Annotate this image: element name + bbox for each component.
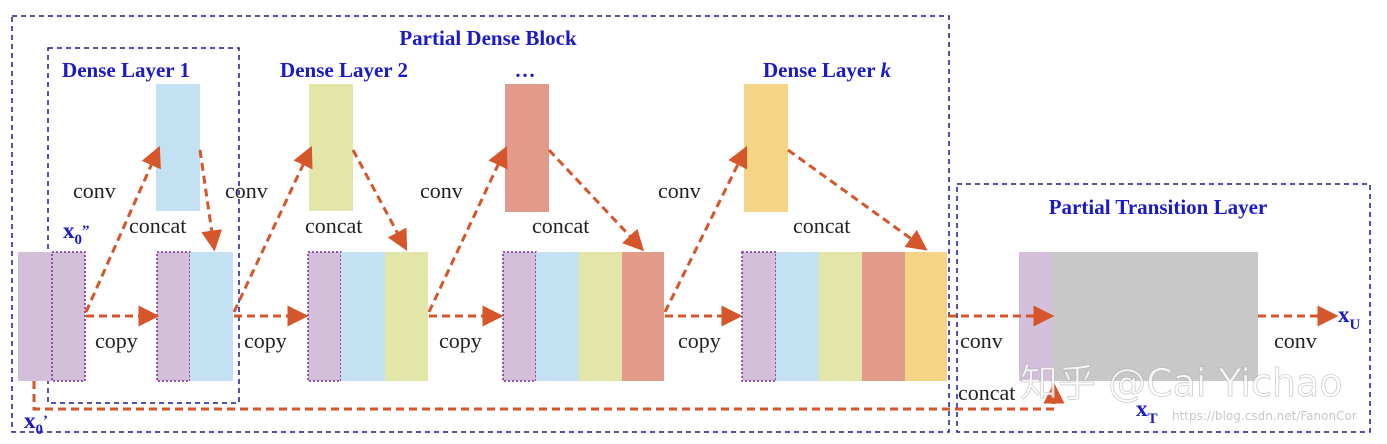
transition-gray — [1052, 252, 1258, 381]
dense-layer-k-title: Dense Layer k — [763, 58, 891, 82]
dense-layer-1-title: Dense Layer 1 — [62, 58, 190, 82]
dense-layer-2-output — [309, 84, 353, 211]
dl3-concat-blue — [536, 252, 579, 381]
conv-label-4: conv — [658, 178, 701, 203]
dl2-concat-green — [385, 252, 428, 381]
concat-label-transition: concat — [958, 380, 1015, 405]
conv-label-3: conv — [420, 178, 463, 203]
dl3-concat-red — [622, 252, 664, 381]
dense-layer-2-title: Dense Layer 2 — [280, 58, 408, 82]
conv-label-2: conv — [225, 178, 268, 203]
dl2-concat-purple — [307, 251, 342, 382]
conv-arrow-1 — [84, 145, 161, 313]
dl1-concat-purple — [156, 251, 191, 382]
watermark: 知乎 @Cai Yichao — [1020, 361, 1342, 405]
conv-label-output: conv — [1274, 328, 1317, 353]
dl3-concat-green — [579, 252, 622, 381]
x0-prime-sub: 0 — [36, 422, 44, 438]
x0-double-prime-label: x0” — [63, 218, 90, 248]
conv-label-transition: conv — [960, 328, 1003, 353]
dlk-concat-orange — [905, 252, 947, 381]
conv-arrow-3 — [427, 145, 508, 313]
concat-arrow-4 — [787, 148, 928, 251]
dl2-concat-blue — [341, 252, 385, 381]
xT-label: xT — [1136, 396, 1158, 427]
x0-double-sub: 0 — [75, 232, 83, 248]
conv-label-1: conv — [73, 178, 116, 203]
partial-transition-layer-title: Partial Transition Layer — [1049, 195, 1268, 219]
xT-base: x — [1136, 396, 1148, 421]
concat-label-3: concat — [532, 213, 589, 238]
conv-arrow-2 — [232, 145, 313, 313]
dense-layer-1-frame — [47, 47, 240, 404]
concat-skip-arrow — [32, 381, 1065, 411]
dl1-concat-blue — [190, 252, 233, 381]
xU-base: x — [1338, 302, 1350, 327]
dlk-concat-green — [819, 252, 862, 381]
partial-transition-layer-frame — [956, 183, 1371, 433]
x0-prime-label: x0’ — [24, 408, 48, 438]
concat-label-1: concat — [129, 213, 186, 238]
concat-arrow-3 — [547, 148, 645, 252]
copy-label-4: copy — [678, 328, 721, 353]
dlk-concat-red — [862, 252, 905, 381]
input-x0-part2 — [51, 251, 86, 382]
copy-label-3: copy — [439, 328, 482, 353]
concat-arrow-2 — [351, 149, 408, 251]
dl3-concat-purple — [502, 251, 537, 382]
dlk-concat-purple — [741, 251, 777, 382]
dlk-concat-blue — [776, 252, 819, 381]
dense-layer-ellipsis-output — [505, 84, 549, 212]
xT-sub: T — [1148, 411, 1158, 427]
arrows — [32, 145, 1339, 411]
partial-dense-block-frame — [11, 15, 950, 433]
x0-prime-base: x — [24, 408, 36, 433]
conv-arrow-4 — [663, 145, 748, 313]
xU-label: xU — [1338, 302, 1361, 333]
watermark-url: https://blog.csdn.net/FanonCor — [1172, 409, 1357, 423]
concat-label-4: concat — [793, 213, 850, 238]
input-x0-part1 — [18, 252, 52, 381]
copy-label-1: copy — [95, 328, 138, 353]
partial-dense-block-title: Partial Dense Block — [399, 26, 577, 50]
concat-arrow-1 — [198, 149, 223, 252]
dense-layer-k-italic: k — [880, 58, 891, 82]
xU-sub: U — [1350, 317, 1361, 333]
dense-layer-k-output — [744, 84, 788, 212]
x0-double-sup: ” — [82, 223, 90, 239]
x0-double-base: x — [63, 218, 75, 243]
dense-layer-k-text: Dense Layer — [763, 58, 880, 82]
concat-label-2: concat — [305, 213, 362, 238]
dense-layer-1-output — [156, 84, 200, 211]
x0-prime-sup: ’ — [43, 413, 48, 429]
copy-label-2: copy — [244, 328, 287, 353]
dense-layer-ellipsis-title: … — [515, 58, 536, 82]
